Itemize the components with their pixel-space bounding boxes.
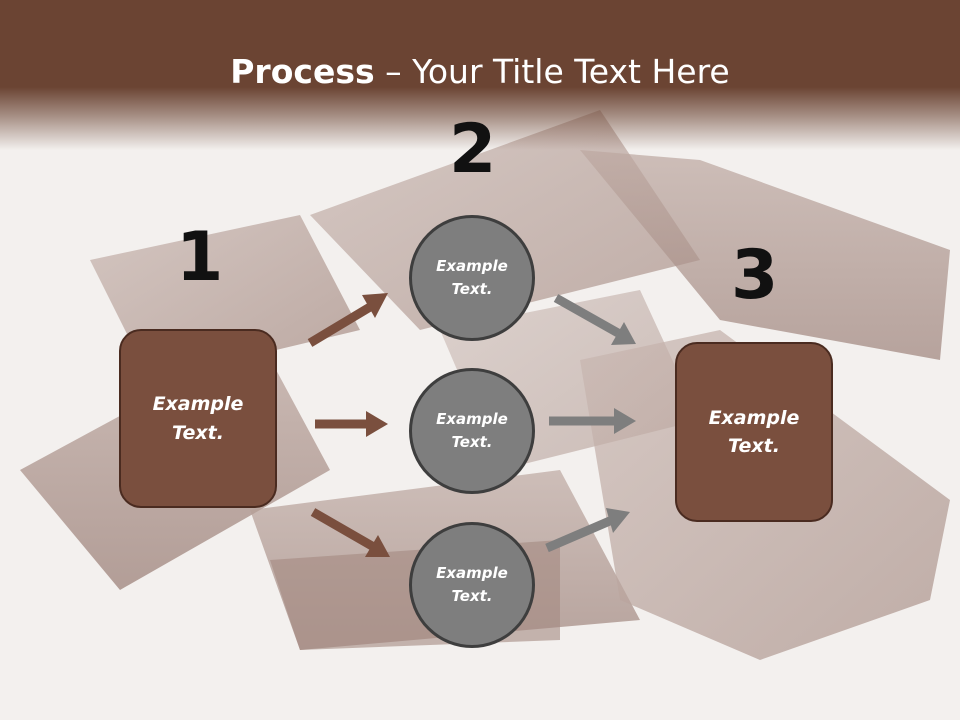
arrow-left-to-top [307,293,388,347]
circle-middle-text: Example Text. [436,409,508,451]
step-3-box: Example Text. [675,342,833,522]
step-2-circle-bottom: Example Text. [409,522,535,648]
title-bold-part: Process [230,52,375,91]
step-1-box: Example Text. [119,329,277,508]
step-number-2: 2 [449,110,497,189]
title-rest-part: – Your Title Text Here [374,52,730,91]
arrow-left-to-bottom [310,508,390,557]
step-3-box-text: Example Text. [708,406,800,458]
step-number-1: 1 [176,218,224,297]
circle-bottom-text: Example Text. [436,563,508,605]
arrow-top-to-right [553,294,636,345]
arrow-left-to-middle [315,411,388,437]
arrow-middle-to-right [549,408,636,434]
step-number-3: 3 [731,236,779,315]
title-band [0,0,960,150]
slide-title: Process – Your Title Text Here [0,52,960,91]
step-2-circle-top: Example Text. [409,215,535,341]
step-1-box-text: Example Text. [152,393,244,444]
circle-top-text: Example Text. [436,256,508,298]
arrow-bottom-to-right [545,508,630,553]
step-2-circle-middle: Example Text. [409,368,535,494]
